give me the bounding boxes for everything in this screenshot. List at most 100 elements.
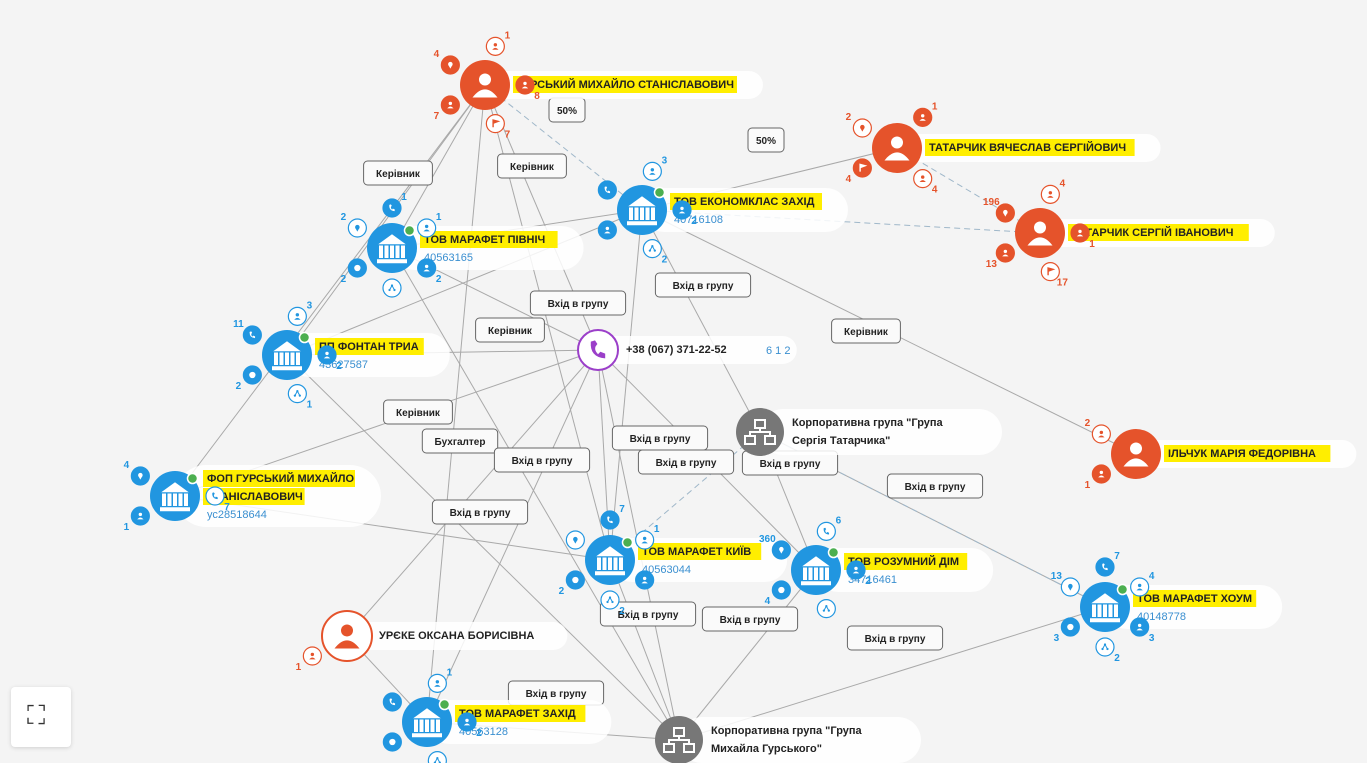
edge-label[interactable]: Керівник <box>497 153 567 179</box>
edge-label[interactable]: Керівник <box>363 160 433 186</box>
edge-label[interactable]: 50% <box>548 97 586 123</box>
satellite-phone-icon[interactable]: 11 <box>233 319 262 345</box>
satellite-share-icon[interactable]: 2 <box>642 239 668 266</box>
satellite-pin-icon[interactable]: 4 <box>124 460 150 486</box>
edge-label[interactable]: Вхід в групу <box>637 449 735 475</box>
expand-button[interactable]: ⛶ <box>11 687 71 747</box>
edge-label[interactable]: Бухгалтер <box>421 428 499 454</box>
satellite-share-icon[interactable]: 2 <box>1095 637 1120 664</box>
node-name: ТОВ ЕКОНОМКЛАС ЗАХІД <box>674 196 815 208</box>
satellite-user-icon[interactable]: 2 <box>1085 418 1111 444</box>
satellite-users-icon[interactable]: 1 <box>124 506 150 533</box>
satellite-user-icon[interactable]: 4 <box>1040 178 1066 204</box>
satellite-users-icon[interactable]: 2 <box>846 560 871 587</box>
satellite-user-icon[interactable]: 1 <box>485 30 511 56</box>
satellite-flag-icon[interactable]: 17 <box>1040 262 1068 289</box>
satellite-flag-icon[interactable]: 7 <box>485 114 511 141</box>
satellite-users-icon[interactable]: 1 <box>296 646 322 673</box>
satellite-user-icon[interactable]: 2 <box>417 258 442 285</box>
satellite-users-icon[interactable]: 1 <box>427 667 453 693</box>
satellite-user-icon[interactable] <box>635 570 655 590</box>
edge-label[interactable]: Керівник <box>383 399 453 425</box>
satellite-pin-icon[interactable]: 360 <box>759 534 791 560</box>
satellite-count: 2 <box>865 576 871 587</box>
satellite-pie-icon[interactable]: 3 <box>1054 617 1080 644</box>
satellite-user-icon[interactable]: 3 <box>287 300 313 326</box>
edge-label[interactable]: Вхід в групу <box>529 290 627 316</box>
edge-label[interactable]: Вхід в групу <box>654 272 752 298</box>
satellite-pie-icon[interactable] <box>382 732 402 752</box>
satellite-pin-icon[interactable]: 4 <box>434 49 460 75</box>
satellite-pie-icon[interactable]: 2 <box>559 570 585 597</box>
satellite-users-icon[interactable]: 3 <box>642 155 668 181</box>
satellite-user-icon[interactable]: 4 <box>913 169 938 196</box>
satellite-user-icon[interactable]: 2 <box>672 200 697 227</box>
edge-label[interactable]: Керівник <box>831 318 901 344</box>
edge-label[interactable]: Керівник <box>475 317 545 343</box>
satellite-pie-icon[interactable]: 2 <box>236 365 262 392</box>
satellite-users-icon[interactable]: 1 <box>1085 464 1111 491</box>
satellite-share-icon[interactable] <box>816 599 836 619</box>
satellite-user-icon[interactable]: 2 <box>317 345 342 372</box>
satellite-phone-icon[interactable]: 7 <box>600 504 625 530</box>
satellite-users-icon[interactable]: 8 <box>515 75 540 102</box>
node-fop-gursky[interactable]: ФОП ГУРСЬКИЙ МИХАЙЛОСТАНІСЛАВОВИЧус28518… <box>124 460 381 533</box>
satellite-share-icon[interactable] <box>382 278 402 298</box>
satellite-pin-icon[interactable]: 2 <box>341 212 367 238</box>
satellite-pin-icon[interactable] <box>565 530 585 550</box>
satellite-user-icon[interactable]: 2 <box>457 712 482 739</box>
satellite-pin-icon[interactable]: 13 <box>1051 571 1080 597</box>
satellite-share-icon[interactable] <box>427 751 447 763</box>
satellite-share-icon[interactable]: 2 <box>600 590 625 617</box>
satellite-pie-icon[interactable]: 4 <box>765 580 791 607</box>
satellite-users-icon[interactable]: 4 <box>1130 571 1155 597</box>
edge-label[interactable]: Вхід в групу <box>846 625 944 651</box>
satellite-pin-icon[interactable]: 196 <box>983 197 1015 223</box>
satellite-phone-icon[interactable] <box>382 692 402 712</box>
satellite-users-icon[interactable]: 1 <box>417 212 442 238</box>
edge-label[interactable]: Вхід в групу <box>493 447 591 473</box>
satellite-users-icon[interactable]: 1 <box>635 524 660 550</box>
satellite-user-icon[interactable] <box>597 220 617 240</box>
satellite-phone-icon[interactable]: 7 <box>205 486 230 513</box>
satellite-pie-icon[interactable]: 2 <box>341 258 367 285</box>
edge-label[interactable]: Вхід в групу <box>611 425 709 451</box>
edge-label[interactable]: Вхід в групу <box>431 499 529 525</box>
satellite-phone-icon[interactable]: 1 <box>382 192 407 218</box>
satellite-user-icon[interactable]: 13 <box>986 243 1015 270</box>
edge-label[interactable]: Вхід в групу <box>886 473 984 499</box>
edge-label[interactable]: Вхід в групу <box>599 601 697 627</box>
edge-label[interactable]: 50% <box>747 127 785 153</box>
satellite-user-icon[interactable]: 7 <box>434 95 460 122</box>
satellite-phone-icon[interactable]: 6 <box>816 515 842 541</box>
edge-label[interactable]: Вхід в групу <box>701 606 799 632</box>
satellite-flag-icon[interactable]: 4 <box>846 158 872 185</box>
satellite-phone-icon[interactable]: 7 <box>1095 551 1120 577</box>
satellite-pin-icon[interactable]: 2 <box>846 112 872 138</box>
satellite-users-icon[interactable]: 1 <box>913 101 938 127</box>
edge-label-text: Вхід в групу <box>618 610 679 621</box>
bank-icon <box>595 546 625 576</box>
satellite-user-icon[interactable]: 3 <box>1130 617 1155 644</box>
satellite-phone-icon[interactable] <box>597 180 617 200</box>
edge-label[interactable]: Вхід в групу <box>507 680 605 706</box>
satellite-users-icon[interactable]: 1 <box>1070 223 1095 250</box>
satellite-share-icon[interactable]: 1 <box>287 384 313 411</box>
edge-label-text: Вхід в групу <box>905 482 966 493</box>
